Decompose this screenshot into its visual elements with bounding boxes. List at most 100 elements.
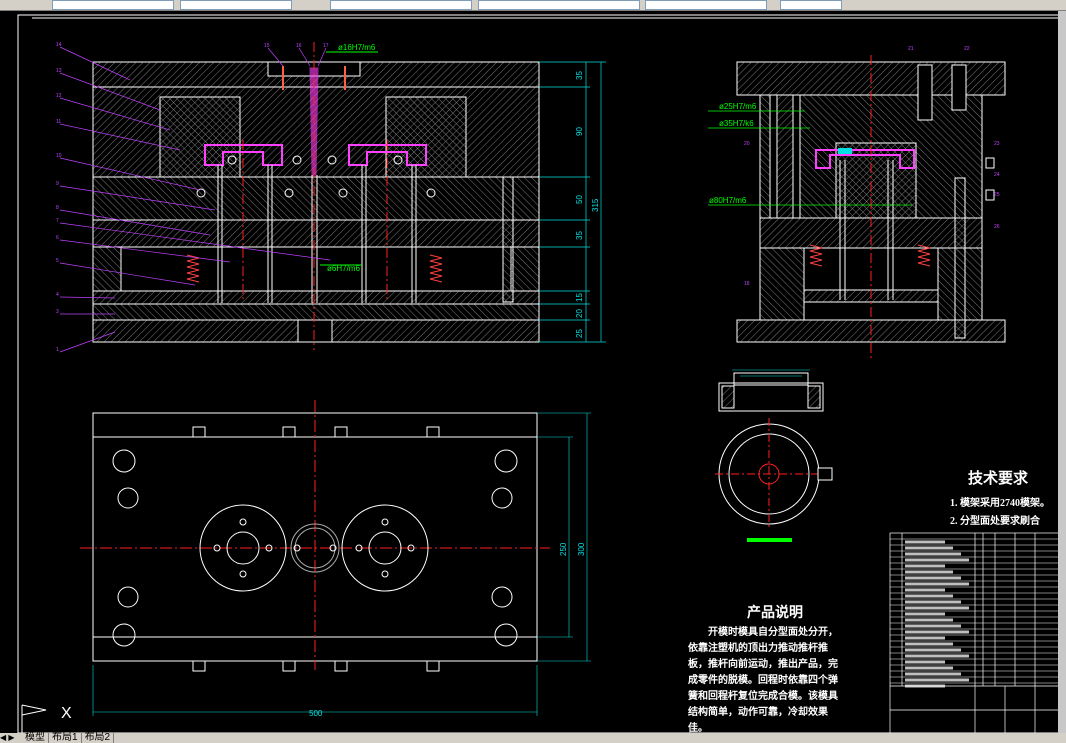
dim-25: 25 [575, 329, 584, 338]
svg-text:5: 5 [56, 258, 59, 264]
product-description-title: 产品说明 [747, 606, 803, 621]
bom-row-text [905, 564, 945, 568]
tab-model[interactable]: 模型 [22, 733, 49, 743]
bom-row-text [905, 600, 961, 604]
svg-text:1: 1 [56, 347, 59, 353]
bom-row-text [905, 648, 961, 652]
bom-row-text [905, 624, 961, 628]
svg-text:9: 9 [56, 181, 59, 187]
bom-row-text [905, 606, 969, 610]
lineweight-dropdown[interactable] [478, 0, 640, 10]
linetype-dropdown[interactable] [330, 0, 472, 10]
bom-row-text [905, 552, 961, 556]
svg-text:16: 16 [296, 43, 302, 49]
drawing-canvas[interactable]: 14 13 12 11 10 9 8 7 6 5 4 3 1 15 16 17 ø16H7/m6 ø… [0, 11, 1066, 733]
svg-text:23: 23 [994, 141, 1000, 147]
plan-view [80, 400, 550, 672]
svg-text:15: 15 [264, 43, 270, 49]
svg-text:8: 8 [56, 205, 59, 211]
dim-20: 20 [575, 309, 584, 318]
bom-row-text [905, 576, 961, 580]
plan-dims [92, 412, 591, 716]
dim-total-315: 315 [591, 198, 600, 212]
bom-row-text [905, 594, 953, 598]
part-detail [715, 369, 833, 542]
fit-top: ø16H7/m6 [338, 43, 376, 52]
tab-nav-arrows[interactable]: ◀ ▶ [0, 733, 15, 742]
svg-text:4: 4 [56, 292, 59, 298]
dim-90: 90 [575, 127, 584, 136]
style-dropdown[interactable] [780, 0, 842, 10]
tech-requirement-2: 2. 分型面处要求刷合 [950, 516, 1040, 527]
dim-35-b: 35 [575, 231, 584, 240]
bom-rows [890, 538, 1060, 688]
side-view [736, 55, 1006, 360]
tech-requirement-1: 1. 模架采用2740模架。 [950, 498, 1050, 509]
svg-text:13: 13 [56, 68, 62, 74]
bom-row-text [905, 642, 953, 646]
svg-text:6: 6 [56, 235, 59, 241]
bom-row-text [905, 684, 945, 688]
svg-text:10: 10 [56, 153, 62, 159]
bom-row-text [905, 660, 945, 664]
svg-text:20: 20 [744, 141, 750, 147]
bom-row-text [905, 558, 969, 562]
svg-text:25: 25 [994, 192, 1000, 198]
tab-layout1[interactable]: 布局1 [49, 733, 82, 743]
bom-row-text [905, 546, 953, 550]
bom-row-text [905, 618, 953, 622]
front-fits: ø16H7/m6 ø6H7/m6 [320, 43, 378, 273]
svg-text:18: 18 [744, 281, 750, 287]
bom-row-text [905, 678, 969, 682]
product-description-text: 开模时模具自分型面处分开，依靠注塑机的顶出力推动推杆推板，推杆向前运动，推出产品… [688, 627, 838, 734]
plan-dim-300: 300 [577, 542, 586, 556]
color-dropdown[interactable] [180, 0, 292, 10]
fit-80: ø80H7/m6 [709, 196, 747, 205]
side-leaders [708, 110, 912, 206]
bom-row-text [905, 582, 969, 586]
front-leaders [59, 46, 331, 353]
plotstyle-dropdown[interactable] [645, 0, 767, 10]
svg-text:22: 22 [964, 46, 970, 52]
tech-requirements-title: 技术要求 [967, 471, 1028, 487]
dim-50: 50 [575, 195, 584, 204]
bom-row-text [905, 654, 969, 658]
svg-text:24: 24 [994, 172, 1000, 178]
bom-row-text [905, 540, 945, 544]
dim-35-a: 35 [575, 71, 584, 80]
svg-text:7: 7 [56, 218, 59, 224]
svg-text:3: 3 [56, 309, 59, 315]
layer-dropdown[interactable] [52, 0, 174, 10]
bom-row-text [905, 588, 945, 592]
front-dim-labels: 35 90 50 35 15 20 25 315 [575, 71, 600, 338]
bom-row-text [905, 570, 953, 574]
bom-row-text [905, 666, 953, 670]
svg-text:12: 12 [56, 93, 62, 99]
fit-25: ø25H7/m6 [719, 102, 757, 111]
tab-layout2[interactable]: 布局2 [82, 733, 115, 743]
axis-x-label: X [61, 705, 72, 722]
svg-text:26: 26 [994, 224, 1000, 230]
svg-text:21: 21 [908, 46, 914, 52]
front-balloons: 14 13 12 11 10 9 8 7 6 5 4 3 1 15 16 17 [56, 42, 329, 353]
title-block [889, 532, 1061, 733]
bom-row-text [905, 612, 945, 616]
side-balloons: 21 22 20 23 24 25 26 18 [744, 46, 1000, 287]
plan-dim-500: 500 [309, 709, 323, 718]
bom-row-text [905, 672, 961, 676]
front-dims [539, 61, 606, 343]
dim-15: 15 [575, 293, 584, 302]
vertical-scrollbar[interactable] [1058, 11, 1066, 733]
fit-35: ø35H7/k6 [719, 119, 754, 128]
svg-text:11: 11 [56, 119, 61, 125]
side-fits: ø25H7/m6 ø35H7/k6 ø80H7/m6 [709, 102, 757, 205]
plan-dim-250: 250 [559, 542, 568, 556]
bom-row-text [905, 636, 945, 640]
toolbar [0, 0, 1066, 11]
svg-text:17: 17 [323, 43, 329, 49]
ucs-icon [21, 704, 47, 733]
fit-mid: ø6H7/m6 [327, 264, 360, 273]
front-view [92, 42, 540, 350]
svg-text:14: 14 [56, 42, 62, 48]
